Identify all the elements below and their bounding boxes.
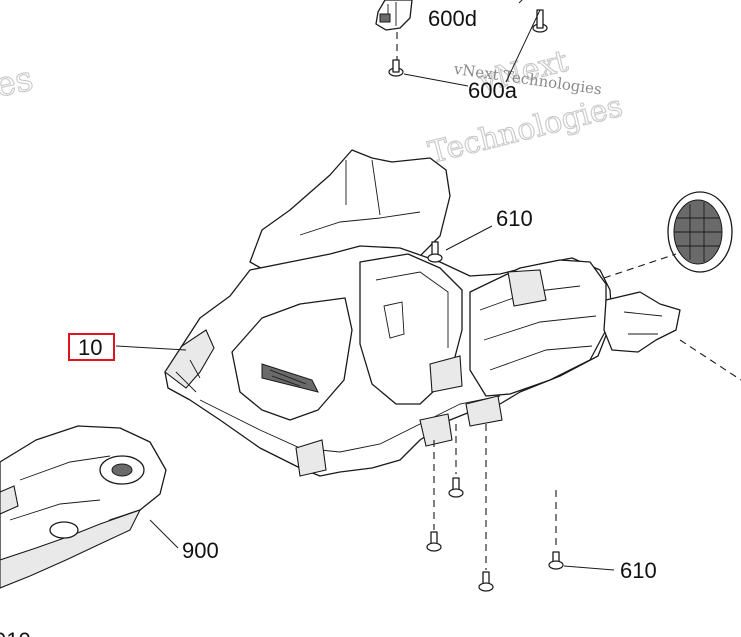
watermark-left-fragment: es xyxy=(0,59,37,106)
screw-lower-c[interactable] xyxy=(478,571,494,592)
callout-600a[interactable]: 600a xyxy=(468,78,518,103)
round-filter[interactable] xyxy=(667,191,733,273)
part-900-bracket[interactable] xyxy=(0,425,167,589)
part-10-frame[interactable] xyxy=(164,149,681,477)
watermark-line2: Technologies xyxy=(425,89,626,171)
screw-lower-b[interactable] xyxy=(426,531,442,552)
leader-lines xyxy=(115,0,615,571)
watermark: es vNext Technologies vNext Technologies xyxy=(0,43,627,171)
callout-10[interactable]: 10 xyxy=(78,335,102,360)
screw-600d[interactable] xyxy=(532,9,548,33)
callout-900[interactable]: 900 xyxy=(182,538,219,563)
callout-labels: 600d 600a 610 10 900 610 910 xyxy=(0,6,657,637)
callout-10-highlight-box xyxy=(68,333,115,361)
screw-lower-a[interactable] xyxy=(448,477,464,498)
callout-610-bottom[interactable]: 610 xyxy=(620,558,657,583)
screw-610-top[interactable] xyxy=(427,241,443,263)
screw-610-bottom[interactable] xyxy=(548,551,564,570)
callout-600d[interactable]: 600d xyxy=(428,6,477,31)
screw-600a[interactable] xyxy=(388,59,404,77)
callout-610-top[interactable]: 610 xyxy=(496,206,533,231)
callout-910-partial[interactable]: 910 xyxy=(0,628,31,637)
part-600d-bracket[interactable] xyxy=(375,0,413,31)
